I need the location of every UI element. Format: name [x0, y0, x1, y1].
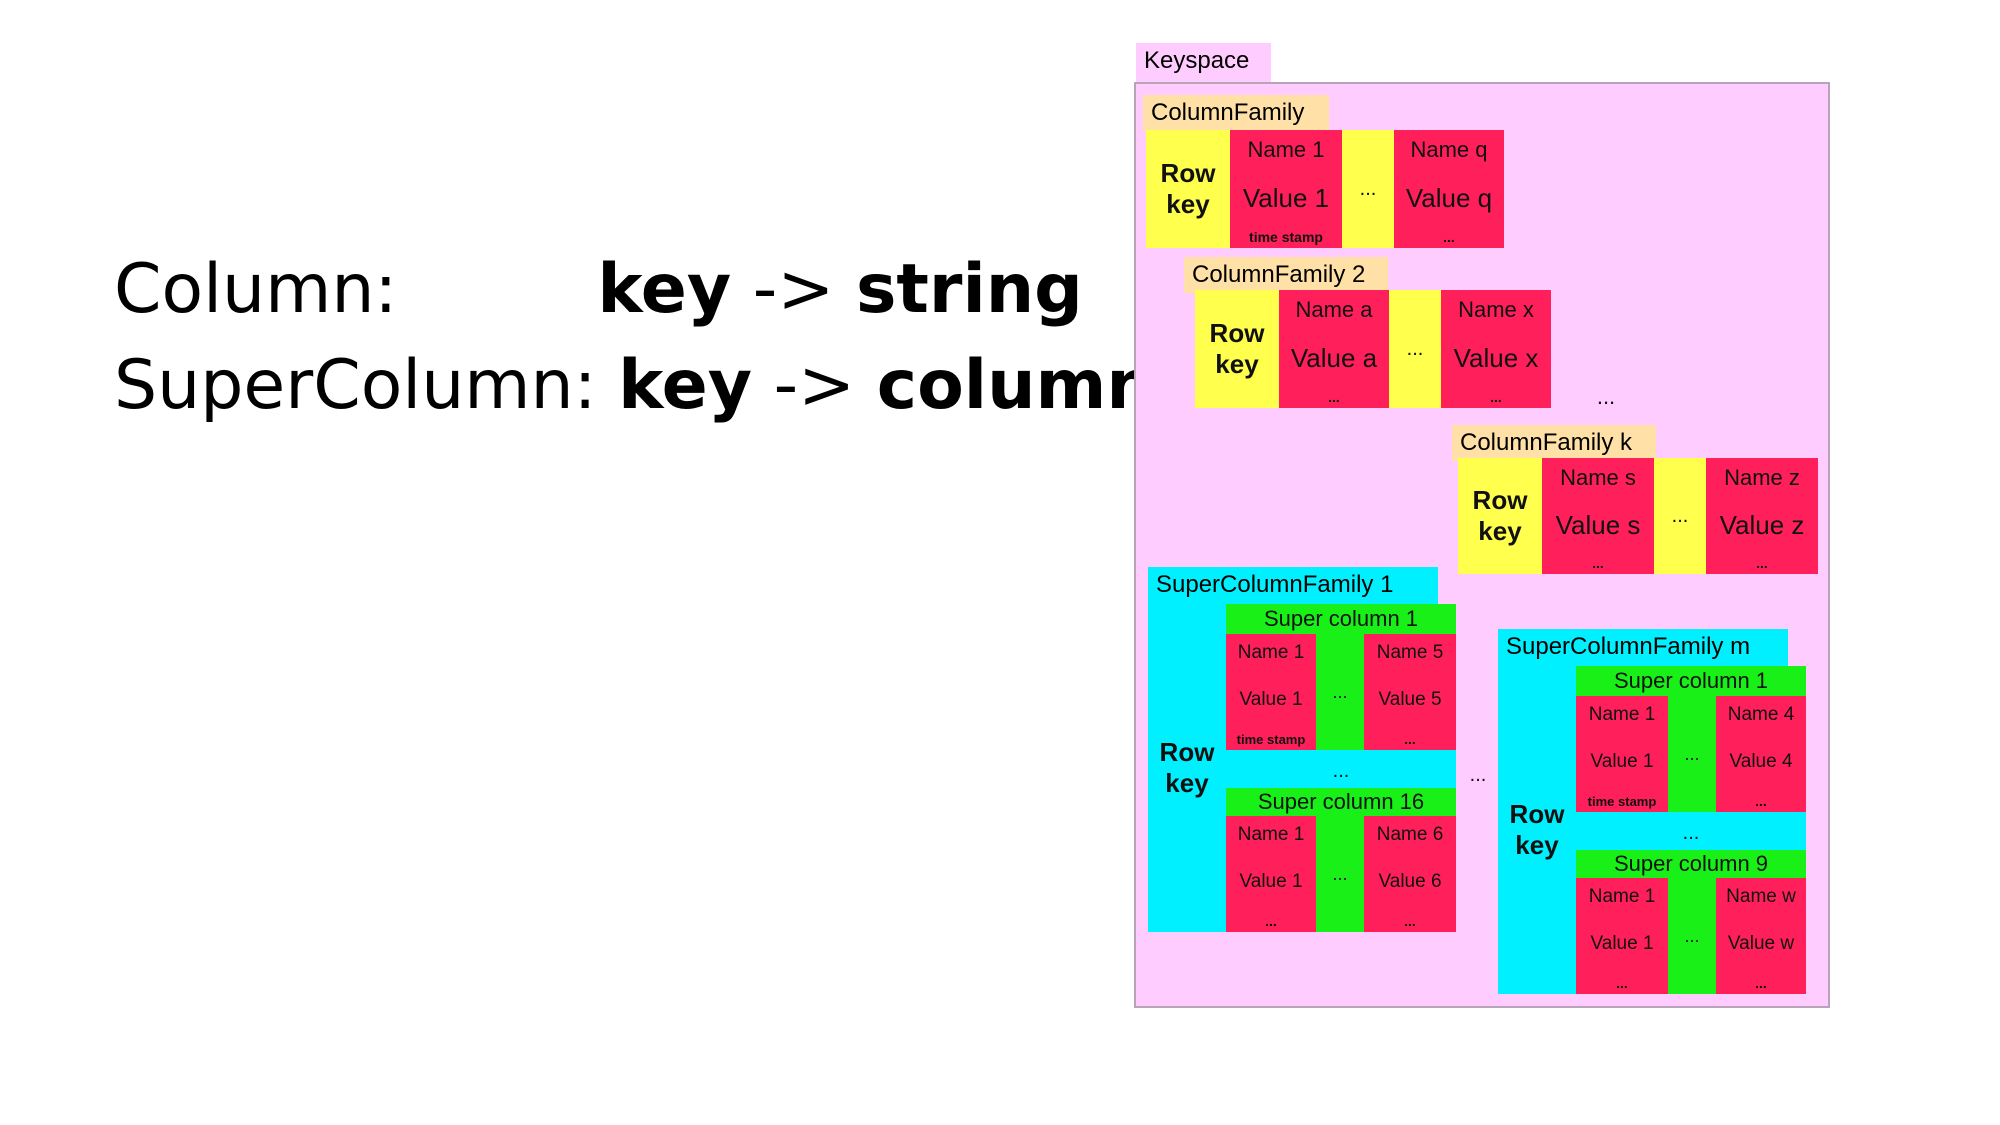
column-arrow: -> — [752, 250, 835, 329]
column-value: Value 1 — [1226, 854, 1316, 910]
column-value: Value 1 — [1226, 672, 1316, 728]
column-name: Name s — [1542, 458, 1654, 498]
column-footer: ... — [1394, 226, 1504, 248]
super-column-label: Super column 1 — [1576, 666, 1806, 696]
ellipsis: ... — [1596, 384, 1616, 409]
keyspace-label: Keyspace — [1136, 43, 1271, 83]
column-value: Value 1 — [1576, 734, 1668, 790]
column-footer: ... — [1226, 910, 1316, 932]
ellipsis: ... — [1684, 743, 1700, 764]
column-footer: ... — [1716, 790, 1806, 812]
supercolumn-definition: SuperColumn: key -> columns — [114, 352, 1195, 420]
ellipsis: ... — [1654, 458, 1706, 574]
column-name: Name 1 — [1230, 130, 1342, 170]
column-footer: ... — [1364, 910, 1456, 932]
column-name: Name 5 — [1364, 634, 1456, 672]
column-timestamp: time stamp — [1230, 226, 1342, 248]
column-footer: ... — [1706, 552, 1818, 574]
column-name: Name x — [1441, 290, 1551, 330]
column-footer: ... — [1576, 972, 1668, 994]
column-value: Value 4 — [1716, 734, 1806, 790]
column-footer: ... — [1716, 972, 1806, 994]
column-name: Name 1 — [1576, 878, 1668, 916]
column-value: Value 5 — [1364, 672, 1456, 728]
super-column-family-label: SuperColumnFamily m — [1498, 629, 1788, 667]
column-family-label: ColumnFamily 2 — [1184, 257, 1388, 293]
column-value: Value 1 — [1576, 916, 1668, 972]
super-column-label: Super column 1 — [1226, 604, 1456, 634]
ellipsis: ... — [1684, 925, 1700, 946]
column-definition: Column:key -> string — [114, 256, 1083, 324]
column-name: Name 1 — [1226, 634, 1316, 672]
ellipsis: ... — [1469, 763, 1487, 786]
column-footer: ... — [1364, 728, 1456, 750]
column-value: Value 1 — [1230, 170, 1342, 226]
column-footer: ... — [1542, 552, 1654, 574]
column-name: Name 1 — [1226, 816, 1316, 854]
column-value: Value q — [1394, 170, 1504, 226]
column-term: Column: — [114, 250, 398, 329]
column-name: Name a — [1279, 290, 1389, 330]
column-value: Value w — [1716, 916, 1806, 972]
supercolumn-term: SuperColumn: — [114, 346, 597, 425]
ellipsis: ... — [1332, 759, 1350, 782]
ellipsis: ... — [1332, 681, 1348, 702]
column-value: Value s — [1542, 498, 1654, 552]
column-name: Name 1 — [1576, 696, 1668, 734]
column-name: Name 4 — [1716, 696, 1806, 734]
column-timestamp: time stamp — [1226, 728, 1316, 750]
column-footer: ... — [1279, 386, 1389, 408]
column-value: Value 6 — [1364, 854, 1456, 910]
super-column-label: Super column 16 — [1226, 788, 1456, 816]
super-column-label: Super column 9 — [1576, 850, 1806, 878]
column-key: key — [597, 250, 732, 329]
ellipsis: ... — [1682, 821, 1700, 844]
column-family-label: ColumnFamily k — [1452, 425, 1656, 461]
column-timestamp: time stamp — [1576, 790, 1668, 812]
column-value: string — [855, 250, 1083, 329]
column-value: Value a — [1279, 330, 1389, 386]
column-name: Name q — [1394, 130, 1504, 170]
ellipsis: ... — [1332, 863, 1348, 884]
column-name: Name z — [1706, 458, 1818, 498]
supercolumn-arrow: -> — [773, 346, 856, 425]
column-name: Name 6 — [1364, 816, 1456, 854]
column-family-label: ColumnFamily — [1143, 95, 1329, 131]
ellipsis: ... — [1389, 290, 1441, 408]
super-column-family-label: SuperColumnFamily 1 — [1148, 567, 1438, 605]
column-name: Name w — [1716, 878, 1806, 916]
column-footer: ... — [1441, 386, 1551, 408]
supercolumn-key: key — [618, 346, 753, 425]
column-value: Value x — [1441, 330, 1551, 386]
ellipsis: ... — [1342, 130, 1394, 248]
column-value: Value z — [1706, 498, 1818, 552]
